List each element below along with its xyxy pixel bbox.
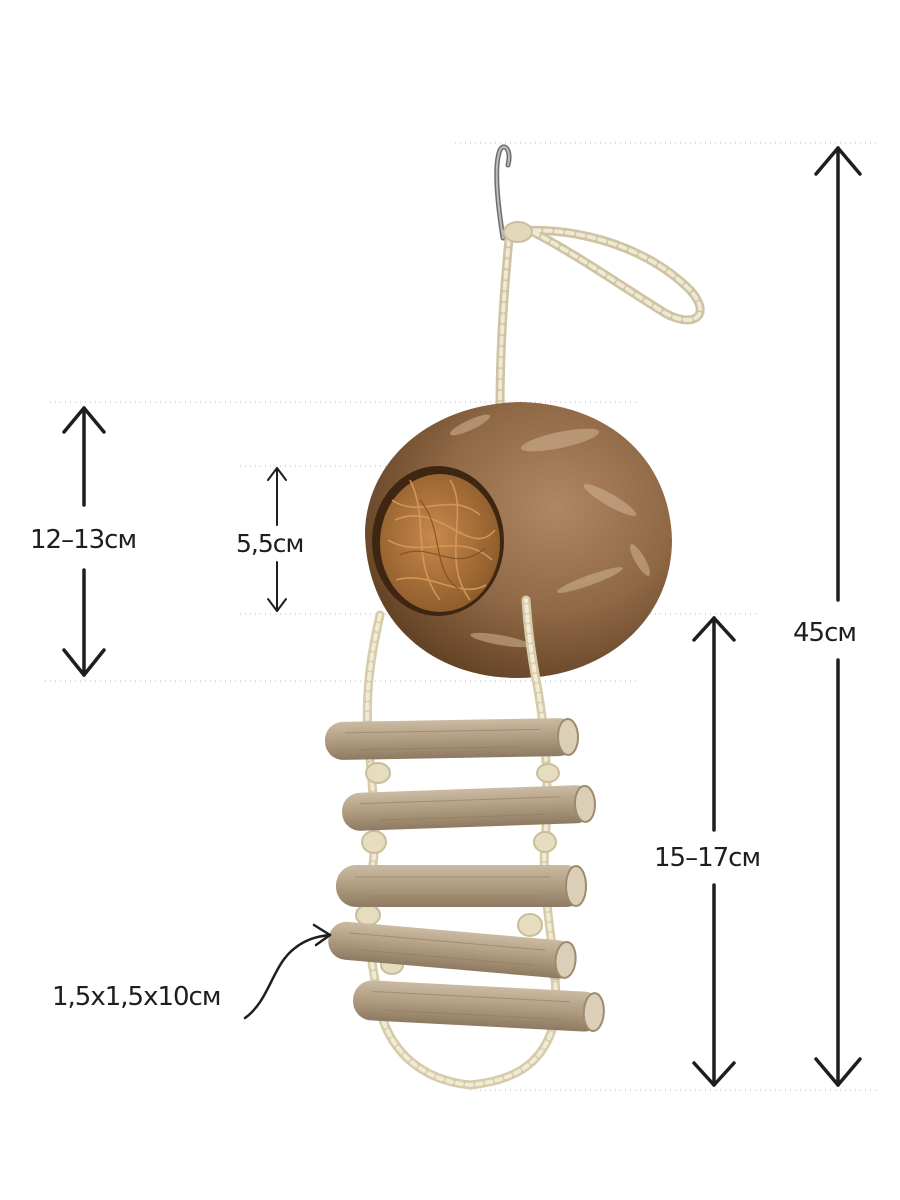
rung-size-label: 1,5x1,5x10см: [52, 982, 221, 1012]
total-length-label: 45см: [793, 618, 857, 648]
ladder-length-label: 15–17см: [654, 843, 761, 873]
ladder-length-arrow-icon: [692, 616, 736, 1087]
rope-hanger: [495, 221, 705, 413]
ladder-rung: [353, 980, 605, 1033]
entrance-arrow-icon: [267, 467, 287, 612]
metal-hook: [494, 144, 512, 241]
ladder-rungs: [324, 717, 605, 1033]
coconut-house: [365, 402, 672, 678]
ladder-rung: [324, 717, 579, 760]
ladder-rung: [328, 921, 577, 979]
coir-fiber: [387, 479, 496, 601]
house-height-arrow-icon: [62, 406, 106, 677]
ladder-rung: [342, 784, 596, 831]
rung-pointer-arrow-icon: [243, 923, 332, 1020]
house-height-label: 12–13см: [30, 525, 137, 555]
entrance-diameter-label: 5,5см: [236, 529, 304, 558]
total-length-arrow-icon: [814, 146, 862, 1087]
dimension-arrows: [62, 146, 862, 1087]
ladder-rung: [336, 865, 587, 907]
